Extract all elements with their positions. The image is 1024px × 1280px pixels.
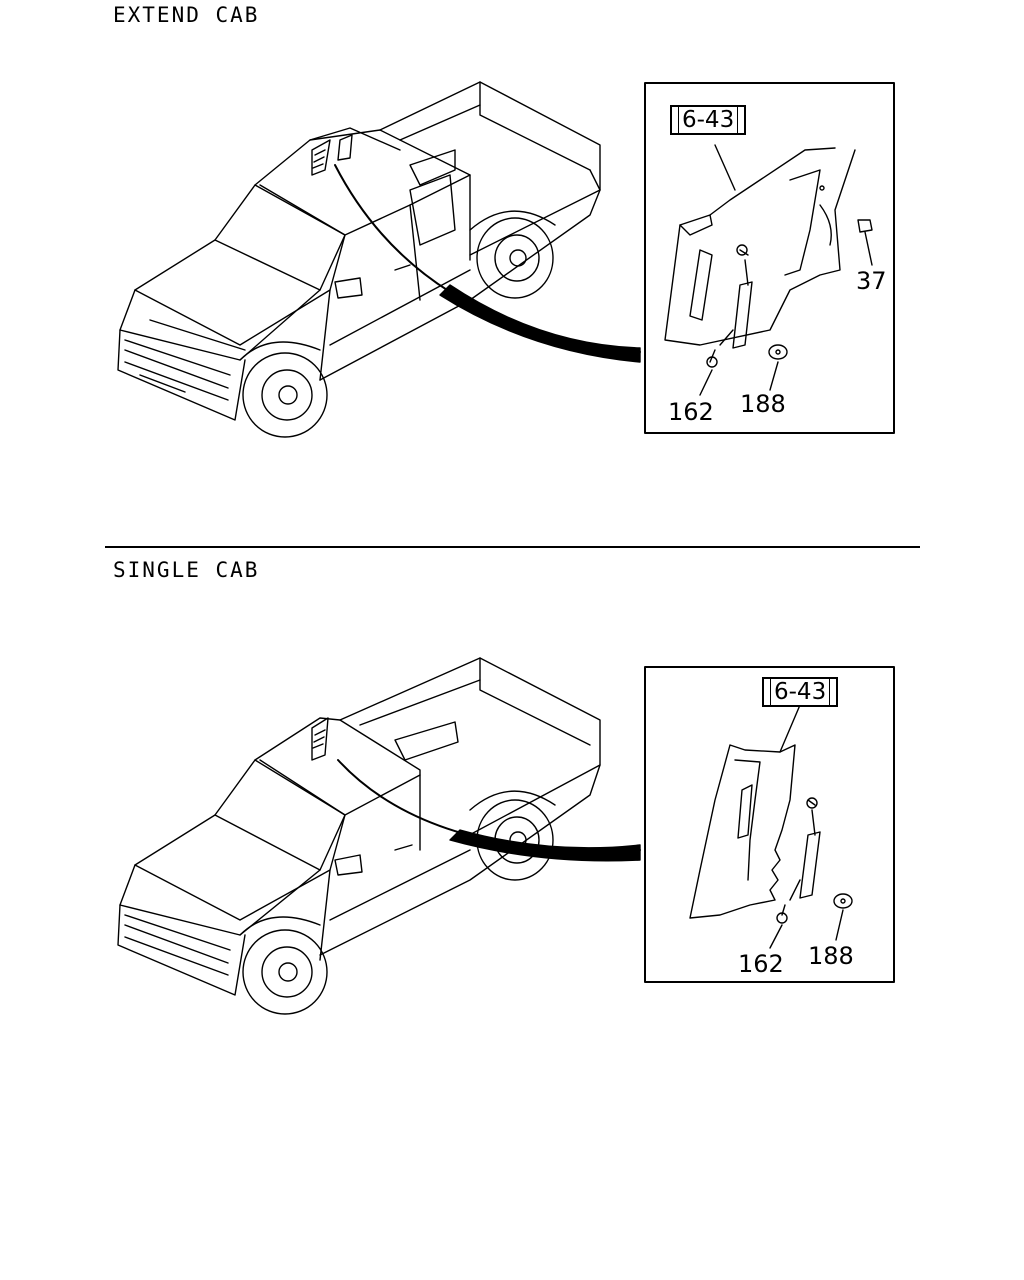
detail-box-extend-cab bbox=[644, 82, 895, 434]
callout-162-top: 162 bbox=[668, 398, 714, 426]
callout-188-bottom: 188 bbox=[808, 942, 854, 970]
callout-188-top: 188 bbox=[740, 390, 786, 418]
callout-37: 37 bbox=[856, 267, 887, 295]
section-title-extend-cab: EXTEND CAB bbox=[113, 3, 260, 27]
section-divider bbox=[105, 546, 920, 548]
single-cab-truck-illustration bbox=[117, 657, 601, 1015]
extend-cab-truck-illustration bbox=[117, 81, 601, 438]
ref-label-extend-cab: 6-43 bbox=[670, 105, 747, 135]
ref-label-single-cab: 6-43 bbox=[762, 677, 839, 707]
section-title-single-cab: SINGLE CAB bbox=[113, 558, 260, 582]
callout-162-bottom: 162 bbox=[738, 950, 784, 978]
single-cab-pillar-detail bbox=[689, 704, 853, 949]
extend-cab-pillar-detail bbox=[664, 144, 873, 396]
detail-box-single-cab bbox=[644, 666, 895, 983]
